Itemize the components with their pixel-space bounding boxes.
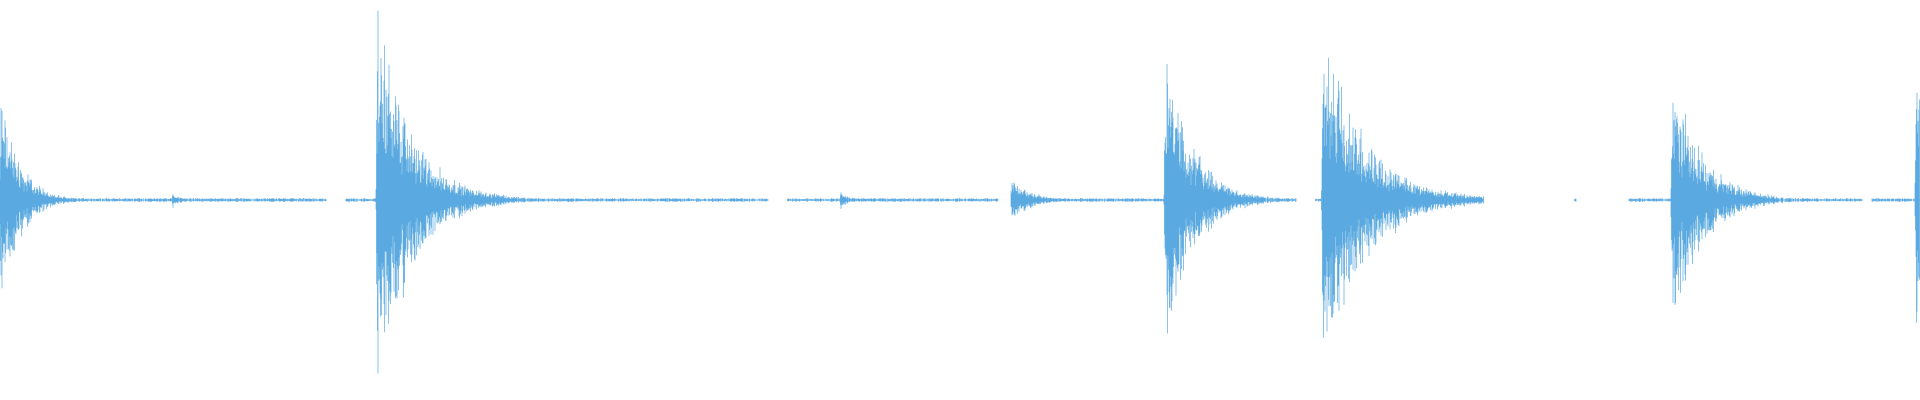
waveform-samples [0, 10, 1920, 374]
waveform-trace [0, 10, 1920, 374]
